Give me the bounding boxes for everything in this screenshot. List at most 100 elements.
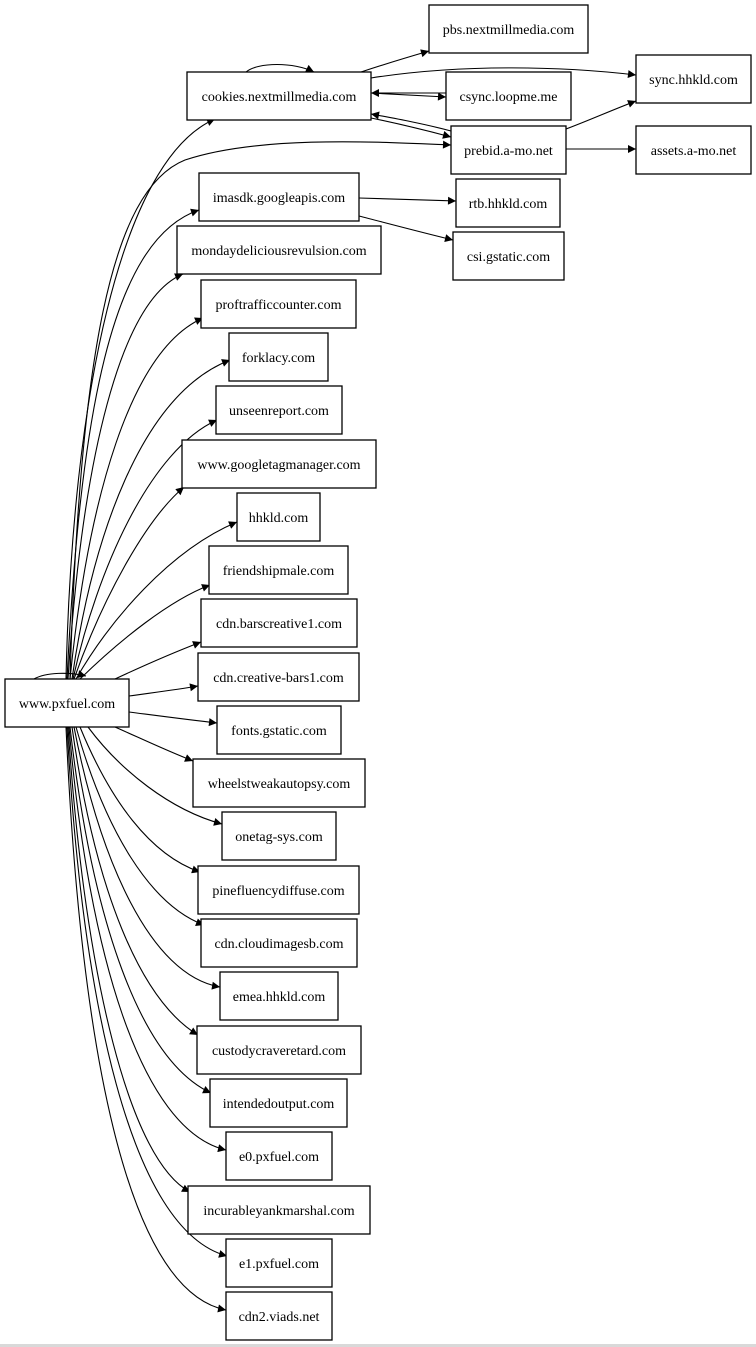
node-box (219, 971, 339, 1021)
node-box (225, 1238, 333, 1288)
node-viads: cdn2.viads.net (225, 1291, 333, 1341)
node-label: cdn.barscreative1.com (216, 617, 342, 632)
node-label: cdn.cloudimagesb.com (214, 937, 343, 952)
node-box (176, 225, 382, 275)
node-rtb: rtb.hhkld.com (455, 178, 561, 228)
node-box (197, 652, 360, 702)
node-label: csync.loopme.me (460, 90, 558, 105)
node-label: proftrafficcounter.com (215, 298, 341, 313)
node-label: unseenreport.com (229, 404, 329, 419)
node-label: www.googletagmanager.com (197, 458, 360, 473)
node-custody: custodycraveretard.com (196, 1025, 362, 1075)
edge-cookies-to-csync (370, 92, 447, 101)
edge-pxfuel-to-viads (65, 726, 227, 1313)
node-label: forklacy.com (242, 351, 315, 366)
node-synchhkld: sync.hhkld.com (635, 54, 752, 104)
edge-cookies-to-prebid (370, 117, 452, 139)
node-label: pinefluencydiffuse.com (212, 884, 344, 899)
node-box (215, 385, 343, 435)
node-label: mondaydeliciousrevulsion.com (191, 244, 366, 259)
edge-pxfuel-to-onetag (87, 726, 223, 826)
edge-pxfuel-to-creativebars (128, 683, 199, 697)
node-box (445, 71, 572, 121)
node-box (225, 1291, 333, 1341)
node-box (216, 705, 342, 755)
edge-pxfuel-to-prebid (69, 140, 452, 680)
node-label: cookies.nextmillmedia.com (202, 90, 357, 105)
node-monday: mondaydeliciousrevulsion.com (176, 225, 382, 275)
edge-pxfuel-to-incurable (67, 726, 191, 1193)
edge-pxfuel-to-hhkld (75, 521, 238, 680)
node-label: assets.a-mo.net (651, 144, 737, 159)
node-label: pbs.nextmillmedia.com (443, 23, 575, 38)
node-label: fonts.gstatic.com (231, 724, 327, 739)
node-label: prebid.a-mo.net (464, 144, 553, 159)
edge-pxfuel-to-forklacy (71, 359, 231, 680)
node-assets: assets.a-mo.net (635, 125, 752, 175)
edge-cookies-to-synchhkld (370, 67, 637, 79)
edge-pxfuel-to-unseen (72, 419, 218, 680)
node-box (428, 4, 589, 54)
node-box (209, 1078, 348, 1128)
node-label: e1.pxfuel.com (239, 1257, 319, 1272)
node-box (635, 54, 752, 104)
edge-pxfuel-to-proftraffic (69, 317, 204, 680)
edge-pxfuel-to-barscreative (114, 641, 202, 680)
node-label: intendedoutput.com (223, 1097, 335, 1112)
edge-cookies-to-cookies (245, 64, 315, 73)
node-box (228, 332, 329, 382)
node-box (186, 71, 372, 121)
node-box (452, 231, 565, 281)
node-box (198, 172, 360, 222)
node-label: incurableyankmarshal.com (203, 1204, 354, 1219)
edge-pxfuel-to-intended (69, 726, 212, 1094)
edge-pxfuel-to-pinefluency (79, 726, 201, 874)
edge-pxfuel-to-cookies (65, 118, 216, 680)
nodes-layer: www.pxfuel.com cookies.nextmillmedia.com p… (4, 4, 752, 1341)
node-csync: csync.loopme.me (445, 71, 572, 121)
node-barscreative: cdn.barscreative1.com (200, 598, 358, 648)
node-box (187, 1185, 371, 1235)
node-unseen: unseenreport.com (215, 385, 343, 435)
node-box (200, 918, 358, 968)
node-forklacy: forklacy.com (228, 332, 329, 382)
node-cloudimages: cdn.cloudimagesb.com (200, 918, 358, 968)
node-box (4, 678, 130, 728)
node-label: cdn.creative-bars1.com (213, 671, 344, 686)
node-pxfuel: www.pxfuel.com (4, 678, 130, 728)
node-wheels: wheelstweakautopsy.com (192, 758, 366, 808)
edge-prebid-to-synchhkld (565, 100, 637, 130)
node-e1: e1.pxfuel.com (225, 1238, 333, 1288)
node-imasdk: imasdk.googleapis.com (198, 172, 360, 222)
node-incurable: incurableyankmarshal.com (187, 1185, 371, 1235)
edge-pxfuel-to-custody (71, 726, 199, 1036)
node-label: imasdk.googleapis.com (213, 191, 345, 206)
node-label: www.pxfuel.com (19, 697, 115, 712)
node-fonts: fonts.gstatic.com (216, 705, 342, 755)
node-label: sync.hhkld.com (649, 73, 738, 88)
node-box (197, 865, 360, 915)
edges-layer (33, 49, 637, 1313)
edge-pxfuel-to-monday (67, 273, 184, 680)
node-label: wheelstweakautopsy.com (208, 777, 351, 792)
node-box (208, 545, 349, 595)
edge-prebid-to-cookies (370, 111, 452, 132)
node-gtm: www.googletagmanager.com (181, 439, 377, 489)
node-friendship: friendshipmale.com (208, 545, 349, 595)
node-box (200, 279, 357, 329)
node-label: cdn2.viads.net (239, 1310, 320, 1325)
node-box (181, 439, 377, 489)
node-hhkld: hhkld.com (236, 492, 321, 542)
node-e0: e0.pxfuel.com (225, 1131, 333, 1181)
node-label: e0.pxfuel.com (239, 1150, 319, 1165)
edge-pxfuel-to-wheels (114, 726, 194, 762)
node-label: rtb.hhkld.com (469, 197, 548, 212)
bottom-divider (0, 1344, 756, 1347)
node-box (455, 178, 561, 228)
edge-pxfuel-to-cloudimages (75, 726, 205, 926)
node-creativebars: cdn.creative-bars1.com (197, 652, 360, 702)
node-box (225, 1131, 333, 1181)
node-box (192, 758, 366, 808)
node-label: friendshipmale.com (223, 564, 335, 579)
